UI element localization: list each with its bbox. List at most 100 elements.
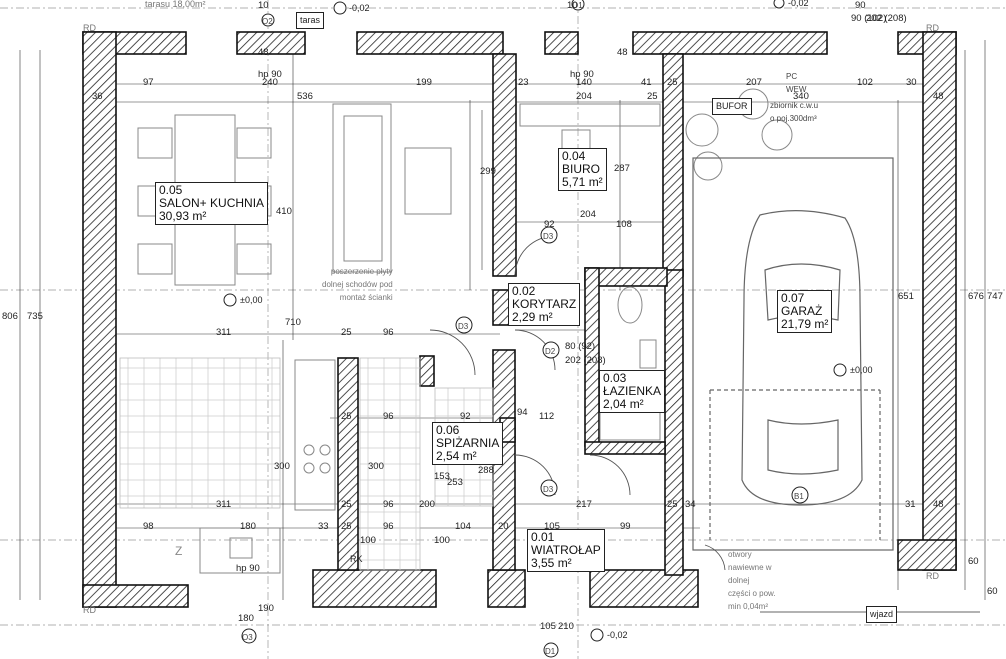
dimension-label: 202 (208) bbox=[565, 355, 606, 366]
dimension-label: 48 bbox=[933, 91, 944, 102]
dimension-label: 253 bbox=[447, 477, 463, 488]
stair-flight bbox=[359, 357, 421, 571]
walls bbox=[82, 31, 957, 608]
dimension-label: 108 bbox=[616, 219, 632, 230]
room-area: 2,54 m² bbox=[436, 449, 477, 463]
dimension-label: 311 bbox=[216, 499, 232, 510]
dimension-label: 410 bbox=[276, 206, 292, 217]
dimension-label: 190 bbox=[258, 603, 274, 614]
rd-label: RD bbox=[926, 23, 939, 33]
dimension-label: 300 bbox=[368, 461, 384, 472]
dimension-label: 287 bbox=[614, 163, 630, 174]
room-name: ŁAZIENKA bbox=[603, 384, 662, 398]
marker-label: B1 bbox=[794, 492, 804, 501]
room-area: 5,71 m² bbox=[562, 175, 603, 189]
boiler-tanks bbox=[685, 88, 793, 181]
dimension-label: 710 bbox=[285, 317, 301, 328]
room-name: BIURO bbox=[562, 162, 601, 176]
dimension-label: 25 bbox=[647, 91, 658, 102]
dimension-label: 288 bbox=[478, 465, 494, 476]
rd-label: RD bbox=[83, 23, 96, 33]
level-label: ±0,00 bbox=[240, 295, 263, 305]
dimension-label: 735 bbox=[27, 311, 43, 322]
marker-label: O2 bbox=[262, 17, 273, 26]
zbiornik-note: zbiornik c.w.u o poj.300dm³ bbox=[770, 101, 819, 123]
stair-slab-note: poszerzenie płyty dolnej schodów pod mon… bbox=[322, 267, 393, 302]
dimension-label: 90 bbox=[855, 0, 866, 11]
dimension-label: 25 bbox=[341, 521, 352, 532]
room-area: 2,29 m² bbox=[512, 310, 553, 324]
level-label: -0,02 bbox=[607, 630, 628, 640]
dimension-label: 806 bbox=[2, 311, 18, 322]
dimension-label: 41 bbox=[641, 77, 652, 88]
dimension-label: 23 bbox=[518, 77, 529, 88]
room-area: 30,93 m² bbox=[159, 209, 207, 223]
room-id: 0.06 bbox=[436, 423, 460, 437]
marker-label: O1 bbox=[572, 1, 583, 10]
marker-label: D3 bbox=[543, 485, 554, 494]
dimension-label: 99 bbox=[620, 521, 631, 532]
dimension-label: 10 bbox=[258, 0, 269, 11]
dimension-label: 676 bbox=[968, 291, 984, 302]
dimension-label: 105 bbox=[540, 621, 556, 632]
wjazd-label: wjazd bbox=[866, 606, 898, 623]
dimension-label: 97 bbox=[143, 77, 154, 88]
dimension-label: 311 bbox=[216, 327, 232, 338]
z-label: Z bbox=[175, 544, 183, 558]
dimension-label: 300 bbox=[274, 461, 290, 472]
dimension-label: 153 bbox=[434, 471, 450, 482]
kitchen-floor-tiles bbox=[119, 357, 281, 509]
dimension-label: hp 90 bbox=[570, 69, 594, 80]
room-garaz: 0.07 GARAŻ 21,79 m² bbox=[777, 290, 833, 333]
dimension-label: 98 bbox=[143, 521, 154, 532]
rd-label: RD bbox=[926, 571, 939, 581]
dimension-label: 180 bbox=[240, 521, 256, 532]
dimension-label: 217 bbox=[576, 499, 592, 510]
dimension-label: 299 bbox=[480, 166, 496, 177]
room-id: 0.02 bbox=[512, 284, 536, 298]
room-name: WIATROŁAP bbox=[531, 543, 601, 557]
vent-openings-note: otwory nawiewne w dolnej części o pow. m… bbox=[728, 550, 776, 611]
taras-label: taras bbox=[296, 12, 325, 29]
dimension-label: 112 bbox=[539, 411, 555, 422]
dimension-label: 536 bbox=[297, 91, 313, 102]
marker-label: D3 bbox=[543, 232, 554, 241]
room-id: 0.07 bbox=[781, 291, 805, 305]
dimension-label: 60 bbox=[987, 586, 998, 597]
dimension-label: 207 bbox=[746, 77, 762, 88]
dimension-label: 25 bbox=[341, 327, 352, 338]
dimension-label: 100 bbox=[360, 535, 376, 546]
dimension-label: 31 bbox=[905, 499, 916, 510]
room-spizarnia: 0.06 SPIŻARNIA 2,54 m² bbox=[432, 422, 504, 465]
dimension-label: 90 (102) bbox=[851, 13, 887, 24]
room-salon-kuchnia: 0.05 SALON+ KUCHNIA 30,93 m² bbox=[155, 182, 269, 225]
room-id: 0.03 bbox=[603, 371, 627, 385]
dimension-label: hp 90 bbox=[258, 69, 282, 80]
dimension-label: 105 bbox=[544, 521, 560, 532]
room-lazienka: 0.03 ŁAZIENKA 2,04 m² bbox=[599, 370, 666, 413]
rd-label: RD bbox=[83, 605, 96, 615]
room-id: 0.04 bbox=[562, 149, 586, 163]
sofa-set bbox=[332, 103, 483, 273]
dimension-label: 204 bbox=[580, 209, 596, 220]
room-area: 21,79 m² bbox=[781, 317, 829, 331]
dimension-label: 651 bbox=[898, 291, 914, 302]
dimension-label: 34 bbox=[685, 499, 696, 510]
dimension-label: 25 bbox=[667, 499, 678, 510]
bufor-label: BUFOR bbox=[712, 98, 752, 115]
dimension-label: 80 (92) bbox=[565, 341, 596, 352]
dimension-label: 94 bbox=[517, 407, 528, 418]
marker-label: O3 bbox=[242, 633, 253, 642]
dimension-label: 96 bbox=[383, 521, 394, 532]
dimension-label: 30 bbox=[906, 77, 917, 88]
dimension-label: 210 bbox=[558, 621, 574, 632]
dimension-label: 140 bbox=[576, 77, 592, 88]
room-korytarz: 0.02 KORYTARZ 2,29 m² bbox=[508, 283, 581, 326]
room-name: GARAŻ bbox=[781, 304, 823, 318]
pc-wew-label: PC WEW bbox=[786, 72, 807, 94]
dimension-label: 202 (208) bbox=[866, 13, 907, 24]
dimension-label: 340 bbox=[793, 91, 809, 102]
dimension-label: 204 bbox=[576, 91, 592, 102]
dimension-label: 180 bbox=[238, 613, 254, 624]
dimension-label: 92 bbox=[460, 411, 471, 422]
